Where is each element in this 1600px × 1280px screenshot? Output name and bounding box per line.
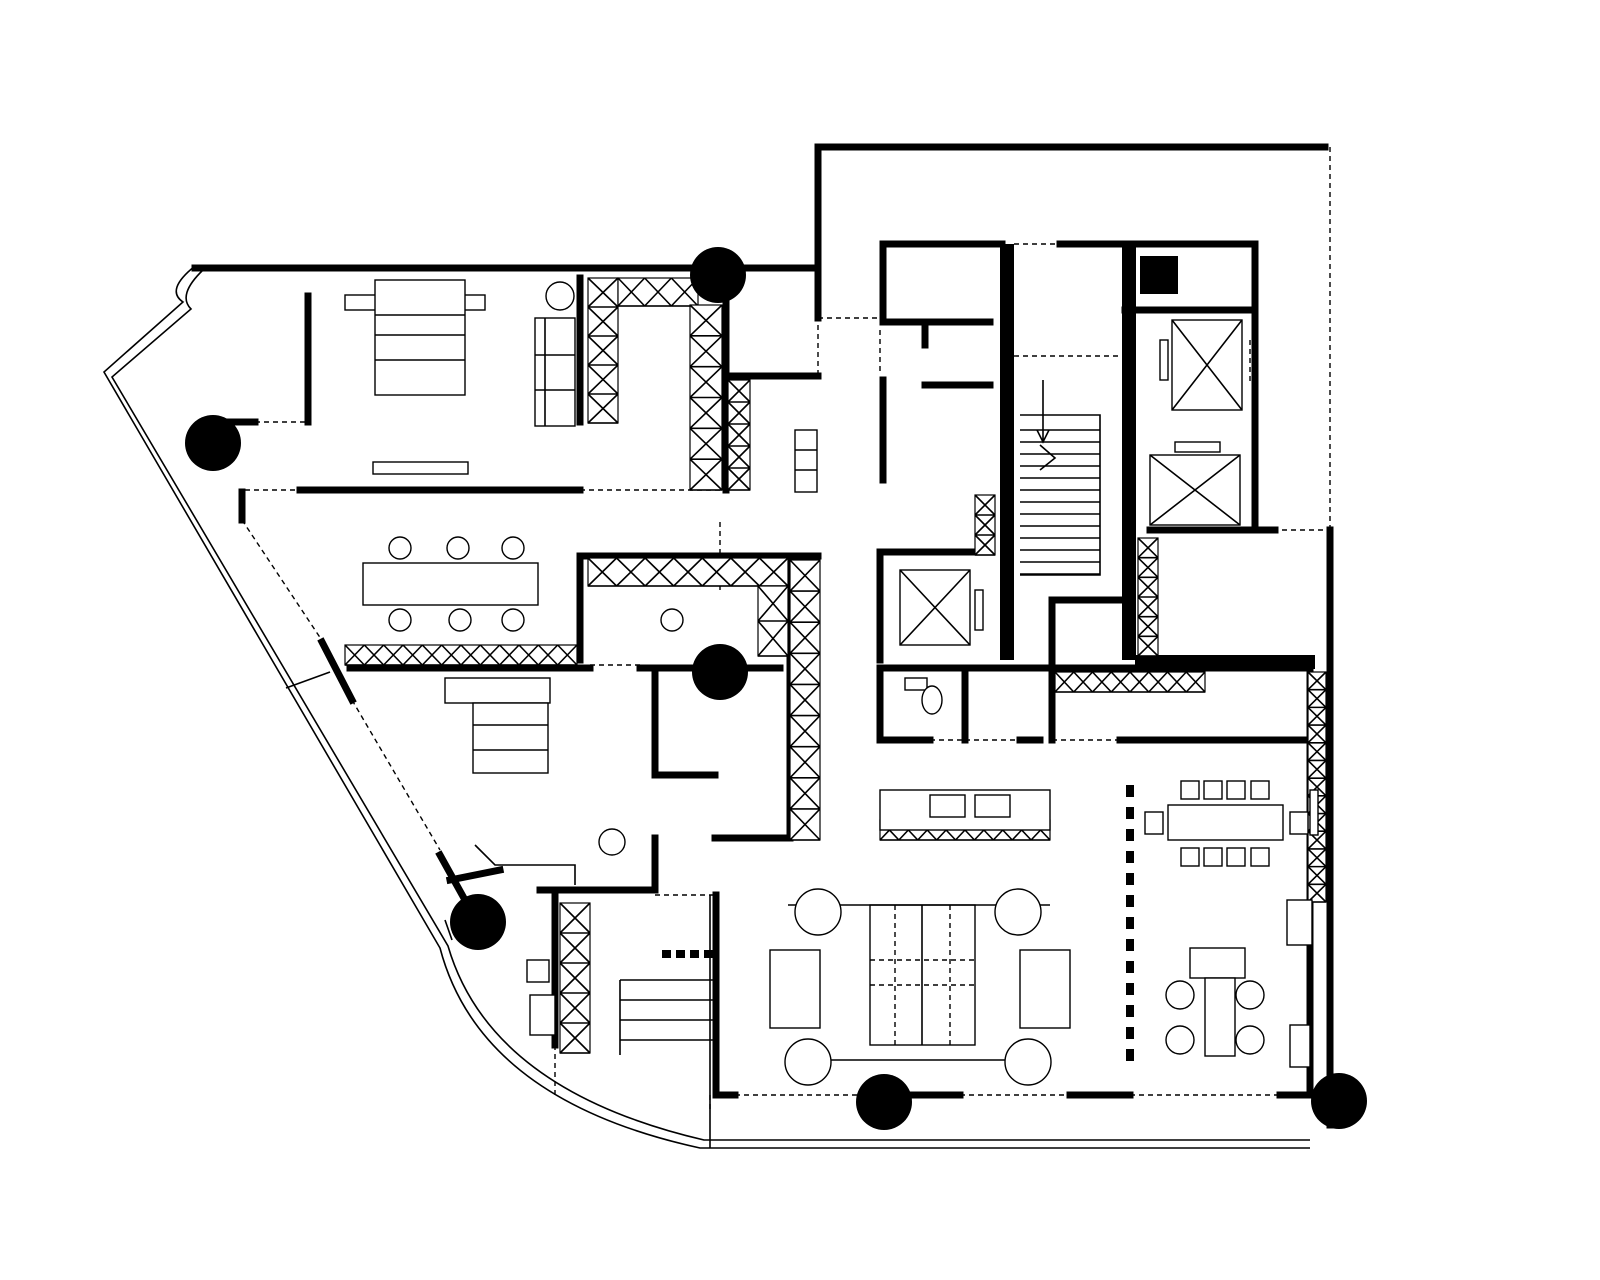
chair — [1235, 1025, 1265, 1055]
chair — [660, 608, 684, 632]
partition-screen — [662, 785, 1134, 1061]
chair — [1250, 780, 1270, 800]
storage-units — [344, 277, 1327, 1054]
curtain-wall-facade — [102, 265, 1310, 1149]
storage-unit — [689, 304, 723, 491]
storage-unit — [617, 277, 699, 307]
column-icon — [692, 644, 748, 700]
column-icon — [690, 247, 746, 303]
storage-unit — [1307, 671, 1327, 903]
lounge-chair — [1004, 1038, 1052, 1086]
chairs — [388, 536, 1270, 1086]
elevator-2 — [1149, 441, 1241, 526]
screen-segment — [1126, 785, 1134, 797]
screen-segment — [1126, 829, 1134, 841]
armchair — [769, 949, 821, 1029]
bed — [374, 279, 466, 396]
side-table — [598, 828, 626, 856]
column-icon — [185, 415, 241, 471]
screen-segment — [1126, 873, 1134, 885]
storage-unit — [757, 585, 789, 657]
sofa — [444, 677, 551, 704]
chair — [1235, 980, 1265, 1010]
chair — [1165, 980, 1195, 1010]
chair — [388, 608, 412, 632]
chair — [388, 536, 412, 560]
screen-segment — [1126, 961, 1134, 973]
screen-segment — [690, 950, 699, 958]
desk — [1189, 947, 1246, 979]
screen-segment — [1126, 917, 1134, 929]
bench — [372, 461, 469, 475]
furniture — [344, 279, 1319, 1068]
bed — [472, 702, 549, 774]
chair — [501, 536, 525, 560]
storage-unit — [789, 559, 821, 841]
storage-unit — [727, 379, 751, 491]
screen-segment — [1126, 1005, 1134, 1017]
screen-segment — [1126, 983, 1134, 995]
bench — [794, 429, 818, 493]
storage-unit — [1054, 671, 1206, 693]
column-icon — [856, 1074, 912, 1130]
down-arrow-icon — [1036, 380, 1050, 444]
screen-segment — [676, 950, 685, 958]
screen-segment — [1126, 1027, 1134, 1039]
storage-unit — [559, 902, 591, 1054]
screen-segment — [1126, 851, 1134, 863]
chair — [1180, 847, 1200, 867]
storage-unit — [1137, 537, 1159, 657]
meeting-table — [1167, 804, 1284, 841]
chair — [501, 608, 525, 632]
screen-segment — [1126, 807, 1134, 819]
column-icon — [1311, 1073, 1367, 1129]
chair — [1180, 780, 1200, 800]
sink-icon — [974, 794, 1011, 818]
storage-unit — [344, 644, 578, 666]
side-table — [545, 281, 575, 311]
storage-unit — [974, 494, 996, 556]
elevator-3 — [899, 569, 984, 646]
screen-segment — [662, 950, 671, 958]
screen-segment — [1126, 1049, 1134, 1061]
chair — [1203, 847, 1223, 867]
dining-table — [362, 562, 539, 606]
chair — [1165, 1025, 1195, 1055]
toilet-icon — [921, 685, 943, 715]
stair — [1020, 380, 1101, 576]
structural-columns — [185, 247, 1367, 1130]
elevator-1 — [1159, 319, 1243, 411]
chair — [1250, 847, 1270, 867]
screen-segment — [1126, 895, 1134, 907]
lounge-chair — [784, 1038, 832, 1086]
screen-segment — [704, 950, 713, 958]
chair — [1226, 847, 1246, 867]
chair — [448, 608, 472, 632]
sink-icon — [929, 794, 966, 818]
lounge-chair — [794, 888, 842, 936]
chair — [1203, 780, 1223, 800]
armchair — [1019, 949, 1071, 1029]
storage-unit — [587, 277, 619, 424]
storage-unit — [587, 557, 789, 587]
chair — [1226, 780, 1246, 800]
sofa — [534, 317, 576, 427]
screen-segment — [1126, 939, 1134, 951]
core-solid-walls — [1000, 244, 1315, 669]
lounge-chair — [994, 888, 1042, 936]
chair — [446, 536, 470, 560]
column-icon — [450, 894, 506, 950]
